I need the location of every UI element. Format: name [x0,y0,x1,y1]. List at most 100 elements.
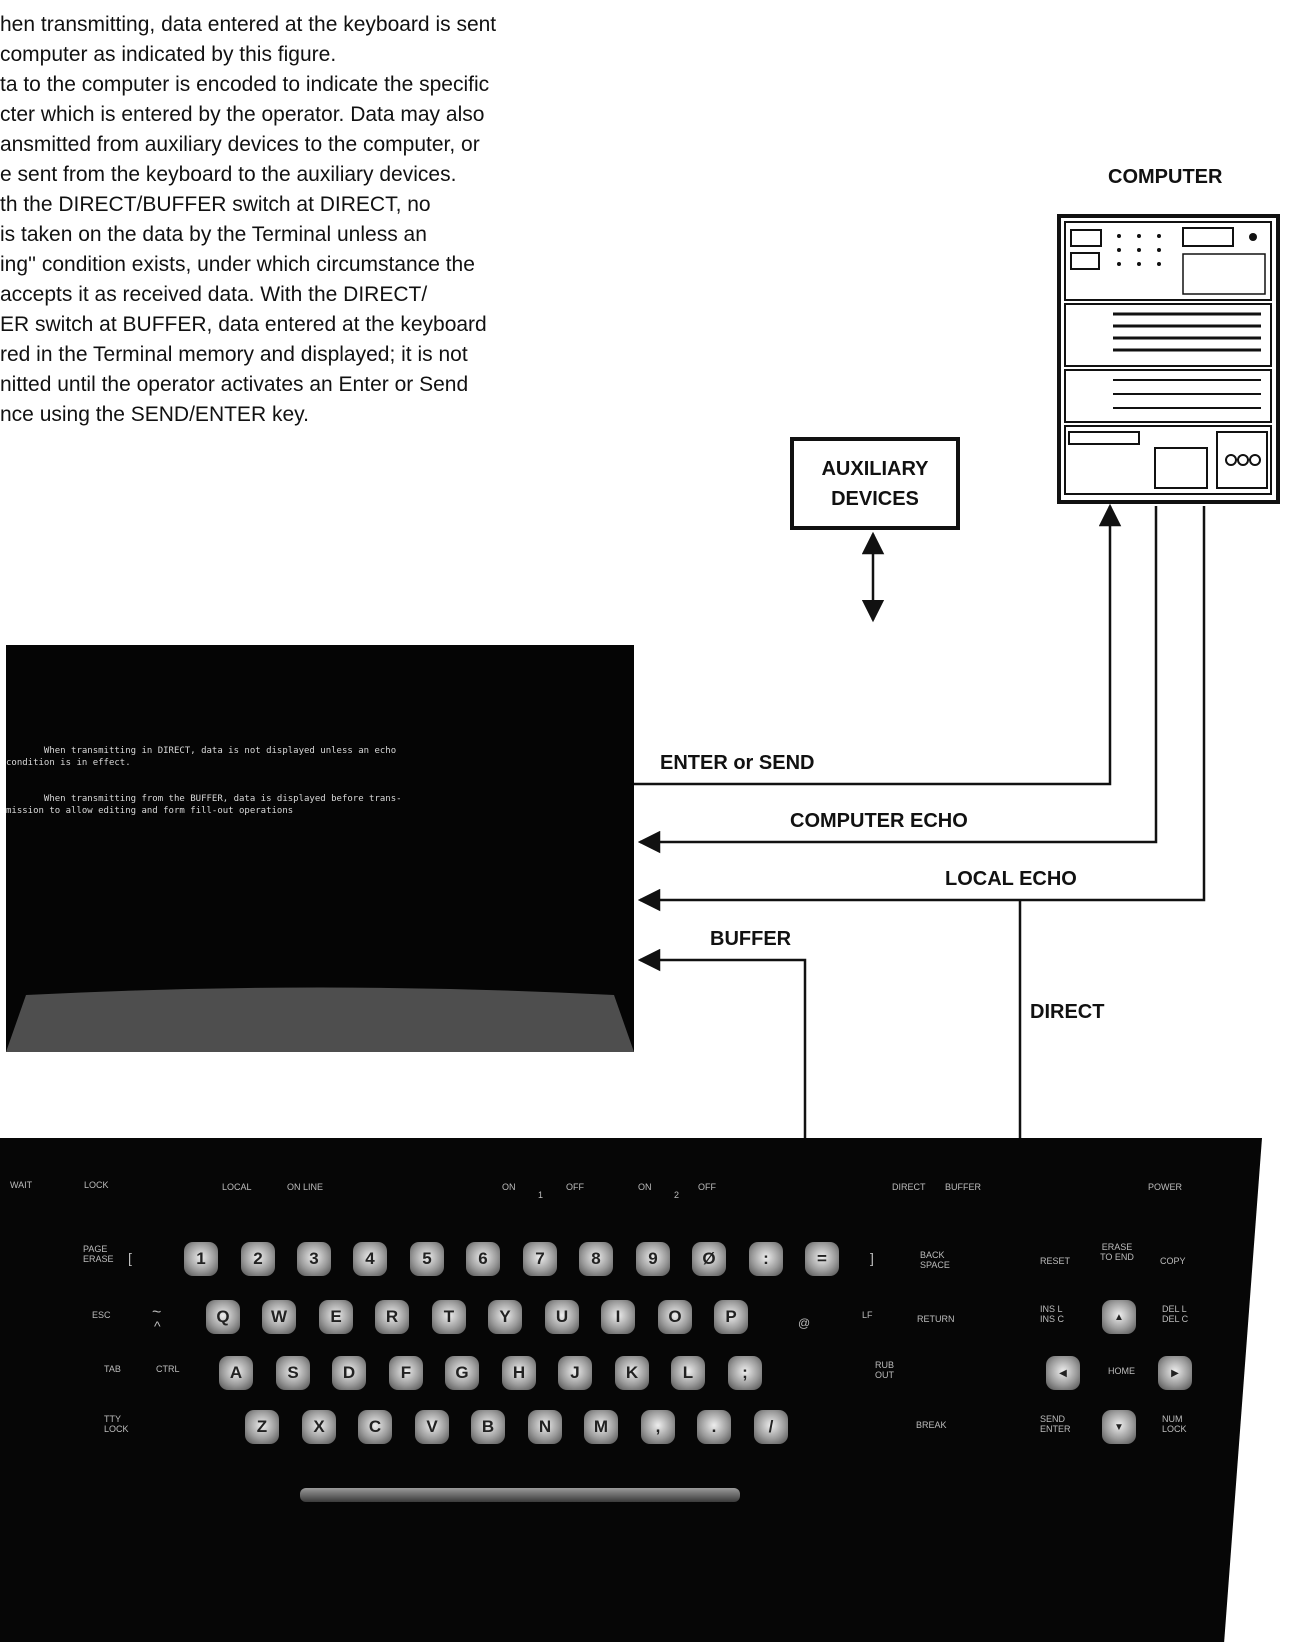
key-tab[interactable]: TAB [104,1364,121,1374]
intro-line: ER switch at BUFFER, data entered at the… [0,313,487,336]
aux-label-line2: DEVICES [831,487,919,510]
intro-line: ing'' condition exists, under which circ… [0,253,475,276]
key-left-bracket[interactable]: [ [128,1250,132,1266]
key-3[interactable]: 3 [297,1242,331,1276]
key-return[interactable]: RETURN [917,1314,955,1324]
key-h[interactable]: H [502,1356,536,1390]
key-del[interactable]: DEL L DEL C [1162,1304,1189,1324]
intro-line: hen transmitting, data entered at the ke… [0,13,497,36]
intro-line: ta to the computer is encoded to indicat… [0,73,490,96]
key-colon[interactable]: : [749,1242,783,1276]
key-f[interactable]: F [389,1356,423,1390]
key-b[interactable]: B [471,1410,505,1444]
key-e[interactable]: E [319,1300,353,1334]
key-num-lock[interactable]: NUM LOCK [1162,1414,1187,1434]
key-lf[interactable]: LF [862,1310,873,1320]
key-v[interactable]: V [415,1410,449,1444]
key-i[interactable]: I [601,1300,635,1334]
key-comma[interactable]: , [641,1410,675,1444]
key-tty-lock[interactable]: TTY LOCK [104,1414,129,1434]
key-caret[interactable]: ^ [154,1318,161,1334]
enter-send-line [634,503,1122,786]
key-y[interactable]: Y [488,1300,522,1334]
indicator-buffer: BUFFER [945,1182,981,1192]
key-n[interactable]: N [528,1410,562,1444]
key-erase-to-end[interactable]: ERASE TO END [1100,1242,1134,1262]
intro-line: computer as indicated by this figure. [0,43,337,66]
key-c[interactable]: C [358,1410,392,1444]
key-ctrl[interactable]: CTRL [156,1364,180,1374]
key-j[interactable]: J [558,1356,592,1390]
key-home[interactable]: HOME [1108,1366,1135,1376]
key-d[interactable]: D [332,1356,366,1390]
terminal-keyboard: WAIT LOCK LOCAL ON LINE ON 1 OFF ON 2 OF… [0,1138,1262,1642]
computer-illustration [1057,214,1280,504]
key-right-bracket[interactable]: ] [870,1250,874,1266]
key-z[interactable]: Z [245,1410,279,1444]
key-5[interactable]: 5 [410,1242,444,1276]
key-slash[interactable]: / [754,1410,788,1444]
indicator-on-2: ON [638,1182,652,1192]
key-g[interactable]: G [445,1356,479,1390]
key-2[interactable]: 2 [241,1242,275,1276]
key-s[interactable]: S [276,1356,310,1390]
terminal-screen: When transmitting in DIRECT, data is not… [6,645,634,1052]
intro-line: red in the Terminal memory and displayed… [0,343,468,366]
key-u[interactable]: U [545,1300,579,1334]
computer-panels [1064,221,1272,495]
intro-line: ansmitted from auxiliary devices to the … [0,133,480,156]
key-rub-out[interactable]: RUB OUT [875,1360,895,1380]
key-equals[interactable]: = [805,1242,839,1276]
intro-line: th the DIRECT/BUFFER switch at DIRECT, n… [0,193,431,216]
key-page-erase[interactable]: PAGE ERASE [83,1244,114,1264]
auxiliary-devices-box: AUXILIARY DEVICES [790,437,960,530]
key-at[interactable]: @ [798,1316,811,1330]
key-cursor-down[interactable]: ▼ [1102,1410,1136,1444]
key-esc[interactable]: ESC [92,1310,111,1320]
key-a[interactable]: A [219,1356,253,1390]
key-break[interactable]: BREAK [916,1420,947,1430]
buffer-label: BUFFER [710,928,792,950]
key-copy[interactable]: COPY [1160,1256,1186,1266]
key-6[interactable]: 6 [466,1242,500,1276]
key-l[interactable]: L [671,1356,705,1390]
key-cursor-right[interactable]: ▶ [1158,1356,1192,1390]
key-9[interactable]: 9 [636,1242,670,1276]
key-m[interactable]: M [584,1410,618,1444]
key-t[interactable]: T [432,1300,466,1334]
key-r[interactable]: R [375,1300,409,1334]
key-w[interactable]: W [262,1300,296,1334]
local-echo-line [637,506,1206,912]
key-send-enter[interactable]: SEND ENTER [1040,1414,1071,1434]
key-4[interactable]: 4 [353,1242,387,1276]
key-semicolon[interactable]: ; [728,1356,762,1390]
key-tilde[interactable]: ~ [152,1304,162,1321]
key-q[interactable]: Q [206,1300,240,1334]
key-ins[interactable]: INS L INS C [1040,1304,1065,1324]
key-cursor-up[interactable]: ▲ [1102,1300,1136,1334]
screen-bezel [6,987,634,1052]
space-bar[interactable] [300,1488,740,1502]
key-o[interactable]: O [658,1300,692,1334]
indicator-on-1: ON [502,1182,516,1192]
key-1[interactable]: 1 [184,1242,218,1276]
indicator-direct: DIRECT [892,1182,926,1192]
key-8[interactable]: 8 [579,1242,613,1276]
indicator-local: LOCAL [222,1182,252,1192]
aux-label-line1: AUXILIARY [821,457,929,480]
indicator-wait: WAIT [10,1180,33,1190]
key-x[interactable]: X [302,1410,336,1444]
key-0[interactable]: Ø [692,1242,726,1276]
indicator-lock: LOCK [84,1180,109,1190]
key-7[interactable]: 7 [523,1242,557,1276]
key-period[interactable]: . [697,1410,731,1444]
screen-line-3: When transmitting from the BUFFER, data … [6,794,402,804]
indicator-num-2: 2 [674,1190,680,1200]
indicator-off-2: OFF [698,1182,716,1192]
screen-line-4: mission to allow editing and form fill-o… [6,806,294,816]
key-back-space[interactable]: BACK SPACE [920,1250,950,1270]
key-reset[interactable]: RESET [1040,1256,1071,1266]
key-k[interactable]: K [615,1356,649,1390]
key-p[interactable]: P [714,1300,748,1334]
key-cursor-left[interactable]: ◀ [1046,1356,1080,1390]
